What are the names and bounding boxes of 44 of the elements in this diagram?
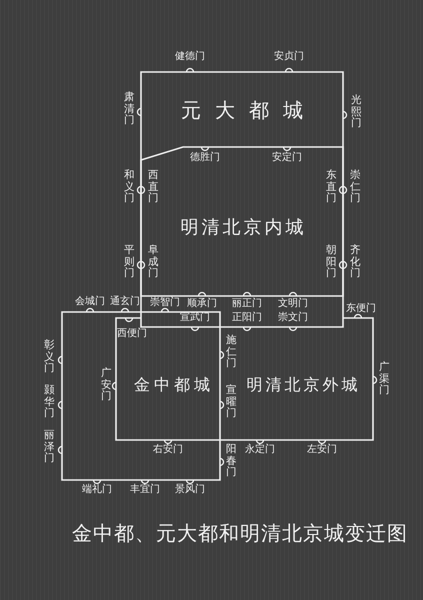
gate-name: 和义门	[124, 170, 134, 205]
gate-name: 安贞门	[274, 52, 304, 62]
gate-name: 彰义门	[44, 340, 54, 375]
gate-name: 崇仁门	[350, 170, 360, 205]
city-name: 金中都城	[134, 377, 214, 393]
gate-name: 右安门	[153, 445, 183, 455]
gate-name: 端礼门	[82, 485, 112, 495]
gate-name: 丽泽门	[44, 430, 54, 465]
gate-name: 通玄门	[110, 297, 140, 307]
gate-name: 正阳门	[232, 313, 262, 323]
gate-name: 丽正门	[232, 299, 262, 309]
gate-name: 左安门	[307, 445, 337, 455]
gate-name: 平则门	[124, 245, 134, 280]
gate-name: 东直门	[326, 170, 336, 205]
gate-name: 宣曜门	[226, 385, 236, 420]
gate-name: 西便门	[117, 329, 147, 339]
gate-name: 崇智门	[150, 298, 180, 308]
gate-name: 顺承门	[187, 299, 217, 309]
gate-name: 德胜门	[190, 153, 220, 163]
gate-name: 肃清门	[124, 92, 134, 127]
gate-name: 西直门	[148, 170, 158, 205]
gate-name: 安定门	[272, 153, 302, 163]
gate-name: 颢华门	[44, 385, 54, 420]
gate-name: 广渠门	[378, 362, 390, 397]
gate-name: 施仁门	[226, 335, 236, 370]
gate-name: 齐化门	[350, 245, 360, 280]
city-name: 元大都城	[181, 100, 317, 120]
gate-name: 朝阳门	[326, 245, 336, 280]
gate-name: 文明门	[278, 299, 308, 309]
gate-name: 宣武门	[180, 313, 210, 323]
city-name: 明清北京内城	[180, 219, 306, 237]
gate-name: 健德门	[175, 52, 205, 62]
gate-name: 永定门	[245, 445, 275, 455]
gate-name: 东便门	[346, 304, 376, 314]
gate-name: 崇文门	[278, 313, 308, 323]
gate-name: 广安门	[100, 368, 112, 403]
gate-name: 阜成门	[148, 245, 158, 280]
gate-name: 会城门	[75, 297, 105, 307]
gate-name: 阳春门	[226, 444, 236, 479]
city-name: 明清北京外城	[246, 377, 360, 393]
map-title: 金中都、元大都和明清北京城变迁图	[72, 520, 408, 547]
gate-name: 光熙门	[350, 95, 362, 130]
gate-name: 丰宜门	[130, 485, 160, 495]
gate-name: 景风门	[175, 485, 205, 495]
